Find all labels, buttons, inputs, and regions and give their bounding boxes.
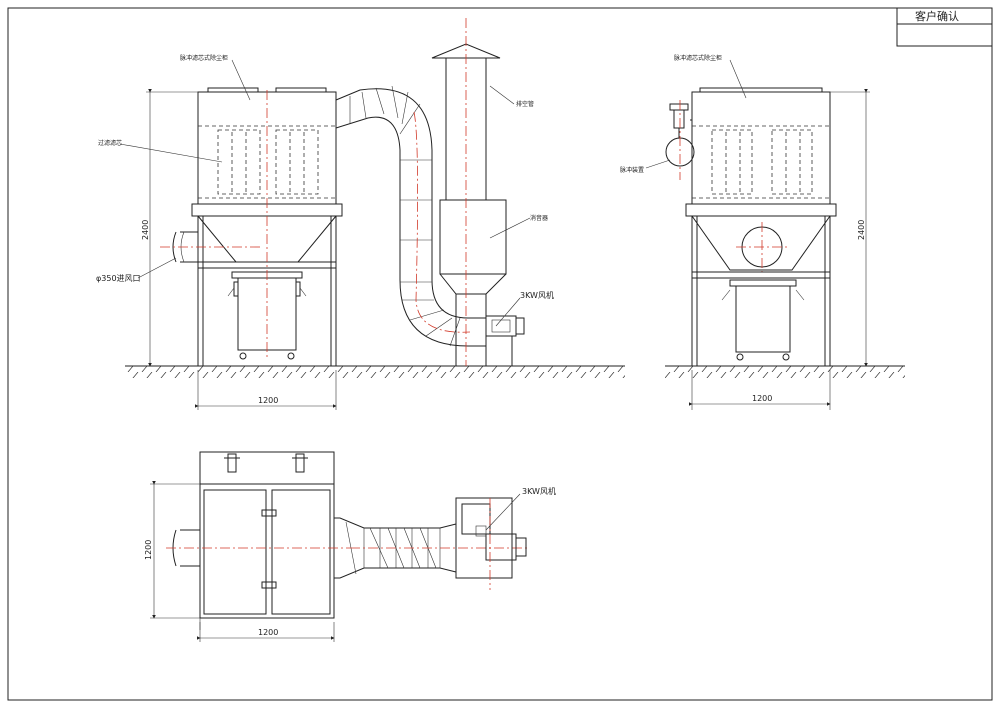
drawing-frame xyxy=(7,7,993,701)
ground-hatch xyxy=(125,366,625,378)
front-stack-label: 排空管 xyxy=(516,100,534,108)
front-width-dim: 1200 xyxy=(258,396,278,405)
plan-width-dim: 1200 xyxy=(258,628,278,637)
front-fan-label: 3KW风机 xyxy=(520,290,554,300)
side-height-dim: 2400 xyxy=(857,220,866,240)
front-silencer-label: 消音器 xyxy=(530,214,548,222)
front-height-dim: 2400 xyxy=(141,220,150,240)
front-filter-label: 过滤滤芯 xyxy=(98,139,122,147)
side-collector-label: 脉冲滤芯式除尘柜 xyxy=(674,54,722,62)
plan-height-dim: 1200 xyxy=(144,540,153,560)
side-ground-hatch xyxy=(665,366,905,378)
front-collector-label: 脉冲滤芯式除尘柜 xyxy=(180,54,228,62)
title-block: 客户确认 xyxy=(896,7,993,47)
side-width-dim: 1200 xyxy=(752,394,772,403)
plan-fan-label: 3KW风机 xyxy=(522,486,556,496)
title-block-confirm-label: 客户确认 xyxy=(915,9,959,23)
front-inlet-label: φ350进风口 xyxy=(96,274,141,283)
plan-view: 1200 1200 3KW风机 xyxy=(144,451,556,642)
side-view: 2400 1200 脉冲滤芯式除尘柜 脉冲装置 xyxy=(620,54,905,410)
front-view: 2400 1200 脉冲滤芯式除尘柜 过滤滤芯 φ350进风口 排空管 消音器 … xyxy=(96,18,625,410)
side-pulse-label: 脉冲装置 xyxy=(620,166,644,174)
